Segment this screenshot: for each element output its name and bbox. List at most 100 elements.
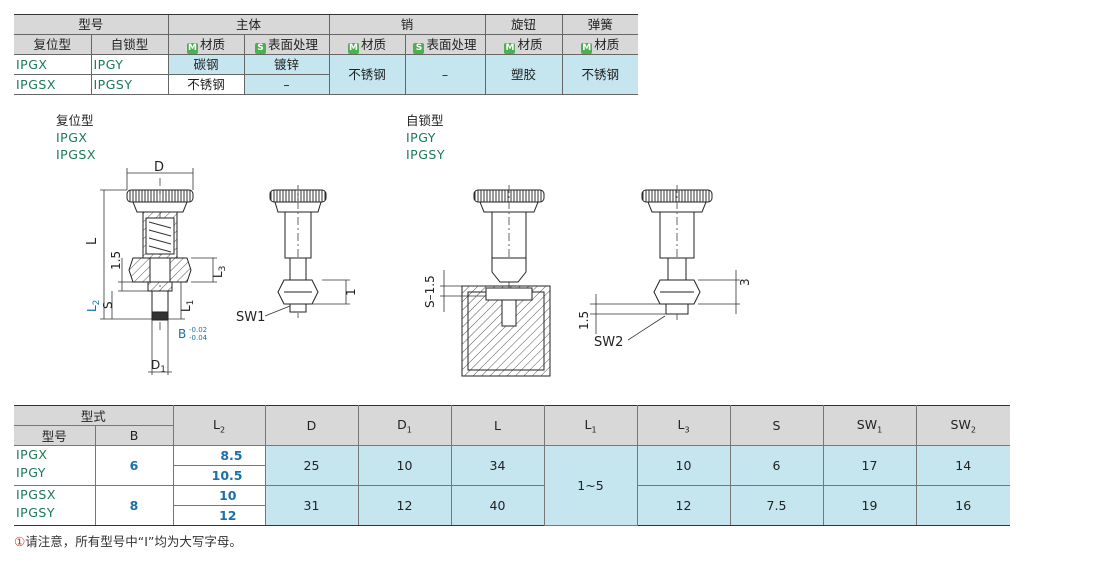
dim-h-D: D <box>264 405 359 446</box>
spec-body-surface: 镀锌 <box>243 54 330 75</box>
spec-pin-surface: – <box>404 54 486 95</box>
reset-type-code: IPGX <box>56 130 88 145</box>
material-badge-icon: M <box>504 42 516 54</box>
reset-type-title: 复位型 <box>56 113 94 128</box>
dim-L2-value: 10 <box>172 485 266 506</box>
dim-D1-value: 10 <box>357 445 452 486</box>
dim-D: D <box>154 160 164 175</box>
lock-type-title: 自锁型 <box>406 113 444 128</box>
lock-pin-exterior-view <box>590 185 740 341</box>
dim-h-L2: L2 <box>172 405 266 446</box>
spec-spring-material: 不锈钢 <box>561 54 638 95</box>
material-badge-icon: M <box>347 42 359 54</box>
spec-lock-code: IPGSY <box>90 74 169 95</box>
dim-h-form: 型式 <box>14 405 174 426</box>
material-badge-icon: M <box>186 42 198 54</box>
reset-pin-dimensions <box>100 168 217 375</box>
dim-L3-value: 12 <box>636 485 731 526</box>
dim-L3: L3 <box>211 266 228 278</box>
lock-type-caption: 自锁型 IPGY IPGSY <box>406 112 445 163</box>
dim-h-SW2: SW2 <box>915 405 1010 446</box>
spec-h-reset: 复位型 <box>14 34 92 55</box>
spec-body-material: 碳钢 <box>167 54 245 75</box>
dim-B-value: 6 <box>94 445 174 486</box>
dim-h-B: B <box>94 425 174 446</box>
dim-L1-value: 1~5 <box>543 445 638 526</box>
dim-h-S: S <box>729 405 824 446</box>
dim-L2: L2 <box>85 300 102 312</box>
dim-L3-value: 10 <box>636 445 731 486</box>
spec-h-spring: 弹簧 <box>561 15 638 35</box>
dim-1-5: 1.5 <box>109 251 123 270</box>
reset-type-caption: 复位型 IPGX IPGSX <box>56 112 96 163</box>
surface-badge-icon: S <box>254 42 266 54</box>
lock-pin-installed-view <box>440 185 551 377</box>
dim-S-minus-1-5: S–1.5 <box>423 275 437 308</box>
dim-S: S <box>101 301 115 309</box>
dim-S-value: 7.5 <box>729 485 824 526</box>
dim-S-value: 6 <box>729 445 824 486</box>
spec-h-body: 主体 <box>167 15 330 35</box>
dim-three: 3 <box>738 278 752 286</box>
spec-lock-code: IPGY <box>90 54 169 75</box>
spec-pin-material: 不锈钢 <box>328 54 406 95</box>
dim-h-L: L <box>450 405 545 446</box>
dim-L2-value: 10.5 <box>172 465 266 486</box>
spec-h-pin: 销 <box>328 15 486 35</box>
spec-reset-code: IPGX <box>14 54 92 75</box>
spec-reset-code: IPGSX <box>14 74 92 95</box>
dim-h-SW1: SW1 <box>822 405 917 446</box>
dim-SW2-value: 16 <box>915 485 1010 526</box>
reset-pin-exterior-view <box>264 185 350 318</box>
dim-h-L3: L3 <box>636 405 731 446</box>
reset-type-code: IPGSX <box>56 147 96 162</box>
footnote: ①请注意，所有型号中“I”均为大写字母。 <box>14 531 242 550</box>
material-badge-icon: M <box>581 42 593 54</box>
dim-B: B <box>178 327 186 341</box>
spec-h-model: 型号 <box>14 15 169 35</box>
dim-L2-value: 8.5 <box>172 445 266 466</box>
dim-L-value: 40 <box>450 485 545 526</box>
spec-body-material: 不锈钢 <box>167 74 245 95</box>
spec-body-surface: – <box>243 74 330 95</box>
spec-h-knob: 旋钮 <box>484 15 563 35</box>
dim-SW2: SW2 <box>594 335 623 350</box>
spec-h-lock: 自锁型 <box>90 34 169 55</box>
surface-badge-icon: S <box>413 42 425 54</box>
dim-h-D1: D1 <box>357 405 452 446</box>
reset-pin-section-view <box>126 178 194 330</box>
dim-SW1-value: 17 <box>822 445 917 486</box>
dim-SW1: SW1 <box>236 310 265 325</box>
lock-type-code: IPGSY <box>406 147 445 162</box>
dim-D-value: 31 <box>264 485 359 526</box>
dim-L2-value: 12 <box>172 505 266 526</box>
dim-B-tol-upper: -0.02 <box>189 326 207 334</box>
dim-B-value: 8 <box>94 485 174 526</box>
top-table-rule <box>14 14 638 15</box>
technical-drawing: D L 1.5 L3 L2 S L1 B -0.02 -0.04 D1 1 SW… <box>85 160 752 377</box>
footnote-text: 请注意，所有型号中“I”均为大写字母。 <box>25 534 242 549</box>
dim-L-value: 34 <box>450 445 545 486</box>
dim-L1: L1 <box>179 300 196 312</box>
dim-D1-value: 12 <box>357 485 452 526</box>
info-icon: ① <box>14 534 26 549</box>
lock-type-code: IPGY <box>406 130 436 145</box>
dim-SW2-value: 14 <box>915 445 1010 486</box>
spec-knob-material: 塑胶 <box>484 54 563 95</box>
dim-r-1-5: 1.5 <box>577 311 591 330</box>
dim-h-L1: L1 <box>543 405 638 446</box>
dim-h-model: 型号 <box>14 425 96 446</box>
dim-D-value: 25 <box>264 445 359 486</box>
dim-SW1-value: 19 <box>822 485 917 526</box>
dim-D1: D1 <box>151 358 166 375</box>
